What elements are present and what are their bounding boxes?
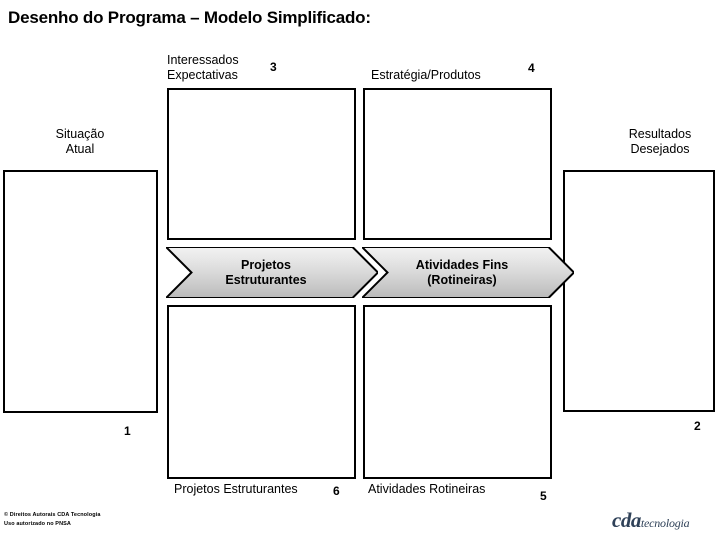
box-situacao-atual[interactable] <box>3 170 158 413</box>
brand-logo-sub: tecnologia <box>640 516 690 530</box>
step-number-6: 6 <box>333 484 340 498</box>
caption-atividades-rotineiras: Atividades Rotineiras <box>368 482 486 496</box>
footer-copyright: © Direitos Autorais CDA Tecnologia Uso a… <box>4 512 101 527</box>
label-interessados-expectativas: Interessados Expectativas <box>167 53 239 82</box>
label-resultados-desejados: Resultados Desejados <box>628 127 692 156</box>
step-number-4: 4 <box>528 61 535 75</box>
box-projetos-estruturantes[interactable] <box>167 305 356 479</box>
caption-projetos-estruturantes: Projetos Estruturantes <box>174 482 298 496</box>
label-estrategia-produtos: Estratégia/Produtos <box>371 68 481 82</box>
page-title: Desenho do Programa – Modelo Simplificad… <box>8 8 371 27</box>
step-number-5: 5 <box>540 489 547 503</box>
step-number-1: 1 <box>124 424 131 438</box>
box-atividades-rotineiras[interactable] <box>363 305 552 479</box>
box-estrategia-produtos[interactable] <box>363 88 552 240</box>
step-number-3: 3 <box>270 60 277 74</box>
brand-logo-main: cda <box>612 508 641 532</box>
box-resultados-desejados[interactable] <box>563 170 715 412</box>
brand-logo: cda tecnologia <box>612 508 690 534</box>
chevron-atividades-label: Atividades Fins (Rotineiras) <box>415 257 509 287</box>
chevron-projetos-estruturantes[interactable]: Projetos Estruturantes <box>166 247 378 298</box>
label-situacao-atual: Situação Atual <box>55 127 105 156</box>
chevron-projetos-label: Projetos Estruturantes <box>225 257 307 287</box>
box-interessados-expectativas[interactable] <box>167 88 356 240</box>
step-number-2: 2 <box>694 419 701 433</box>
chevron-atividades-fins[interactable]: Atividades Fins (Rotineiras) <box>362 247 574 298</box>
